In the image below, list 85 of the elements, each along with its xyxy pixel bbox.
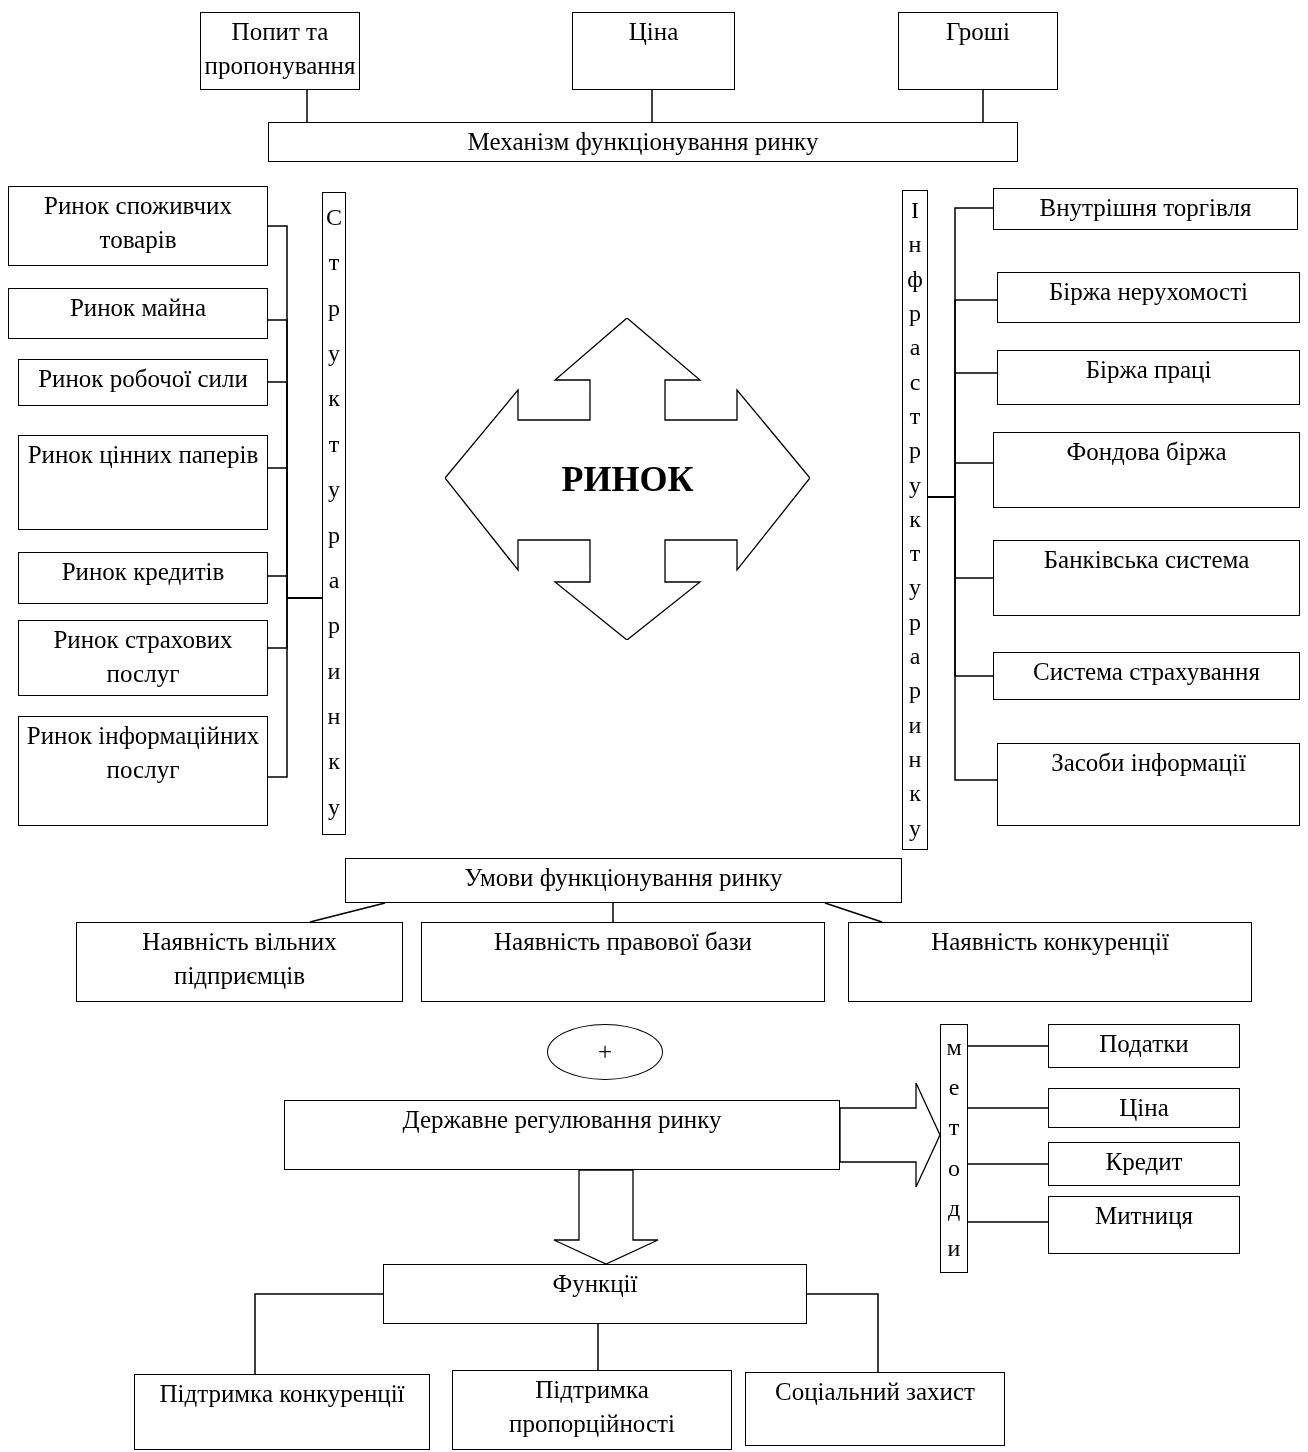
text-box — [997, 350, 1300, 405]
box-label: Ринок робочої сили — [38, 364, 248, 394]
box-label: Попит та пропонування — [204, 17, 356, 81]
connector-line — [254, 1293, 384, 1375]
box-label: Внутрішня торгівля — [1039, 193, 1252, 223]
box-label: Наявність правової бази — [494, 927, 752, 957]
box-label: Ринок споживчих товарів — [43, 191, 233, 255]
vertical-label-box — [902, 190, 928, 850]
text-box — [18, 359, 268, 406]
box-label: Соціальний захист — [775, 1377, 975, 1407]
box-label: Механізм функціонування ринку — [467, 127, 819, 157]
block-arrow — [839, 1082, 941, 1188]
box-label: Ціна — [1119, 1093, 1169, 1123]
connector-line — [967, 1163, 1049, 1165]
box-label: Ринок інформаційних послуг — [25, 721, 261, 785]
connector-line — [806, 1293, 879, 1373]
text-box — [572, 12, 735, 90]
box-label: Митниця — [1094, 1201, 1194, 1231]
connector-line — [967, 1107, 1049, 1109]
text-box — [18, 435, 268, 530]
text-box — [383, 1264, 807, 1324]
text-box — [345, 858, 902, 903]
text-box — [898, 12, 1058, 90]
box-label: Підтримка пропорційності — [508, 1375, 676, 1439]
connector-line — [267, 597, 323, 778]
text-box — [993, 188, 1298, 230]
text-box — [18, 716, 268, 826]
vertical-label: методи — [945, 1033, 963, 1263]
text-box — [134, 1374, 430, 1450]
text-box — [997, 743, 1300, 826]
text-box — [848, 922, 1252, 1002]
box-label: Біржа нерухомості — [1048, 277, 1249, 307]
block-arrow — [553, 1169, 659, 1265]
text-box — [76, 922, 403, 1002]
box-label: Ринок кредитів — [61, 557, 225, 587]
text-box — [268, 122, 1018, 162]
box-label: Ринок цінних паперів — [27, 440, 259, 470]
text-box — [200, 12, 360, 90]
box-label: Наявність вільних підприємців — [141, 927, 338, 991]
text-box — [18, 552, 268, 604]
connector-line — [927, 496, 998, 781]
box-label: Ринок майна — [69, 293, 207, 323]
text-box — [1048, 1024, 1240, 1068]
box-label: Ціна — [628, 17, 679, 47]
connector-line — [982, 89, 984, 123]
box-label: Банківська система — [1043, 545, 1250, 575]
text-box — [421, 922, 825, 1002]
text-box — [1048, 1196, 1240, 1254]
vertical-label: Інфраструктура ринку — [906, 196, 924, 843]
vertical-label: Структура ринку — [325, 203, 343, 822]
text-box — [993, 540, 1300, 616]
connector-line — [612, 902, 614, 923]
box-label: Гроші — [945, 17, 1011, 47]
text-box — [993, 432, 1300, 508]
text-box — [8, 186, 268, 266]
connector-line — [967, 1045, 1049, 1047]
text-box — [18, 620, 268, 696]
connector-line — [967, 1221, 1049, 1223]
box-label: Кредит — [1105, 1147, 1183, 1177]
text-box — [284, 1100, 840, 1170]
box-label: Функції — [552, 1269, 638, 1299]
box-label: Біржа праці — [1085, 355, 1212, 385]
vertical-label-box — [940, 1024, 968, 1273]
text-box — [452, 1370, 732, 1450]
box-label: Умови функціонування ринку — [464, 863, 783, 893]
box-label: Державне регулювання ринку — [402, 1105, 722, 1135]
connector-line — [306, 89, 308, 123]
box-label: Засоби інформації — [1051, 748, 1246, 778]
text-box — [993, 652, 1300, 700]
box-label: Податки — [1099, 1029, 1189, 1059]
box-label: + — [597, 1037, 613, 1068]
text-box — [745, 1372, 1005, 1446]
text-box — [1048, 1142, 1240, 1186]
connector-line — [651, 89, 653, 123]
box-label: Підтримка конкуренції — [159, 1379, 405, 1409]
text-box — [8, 288, 268, 339]
vertical-label-box — [322, 192, 346, 835]
box-label: Ринок страхових послуг — [52, 625, 234, 689]
center-label: РИНОК — [561, 461, 694, 497]
box-label: Система страхування — [1033, 657, 1260, 687]
text-box — [1048, 1088, 1240, 1128]
box-label: Наявність конкуренції — [931, 927, 1169, 957]
text-box — [997, 272, 1300, 323]
box-label: Фондова біржа — [1066, 437, 1227, 467]
connector-line — [597, 1323, 599, 1371]
